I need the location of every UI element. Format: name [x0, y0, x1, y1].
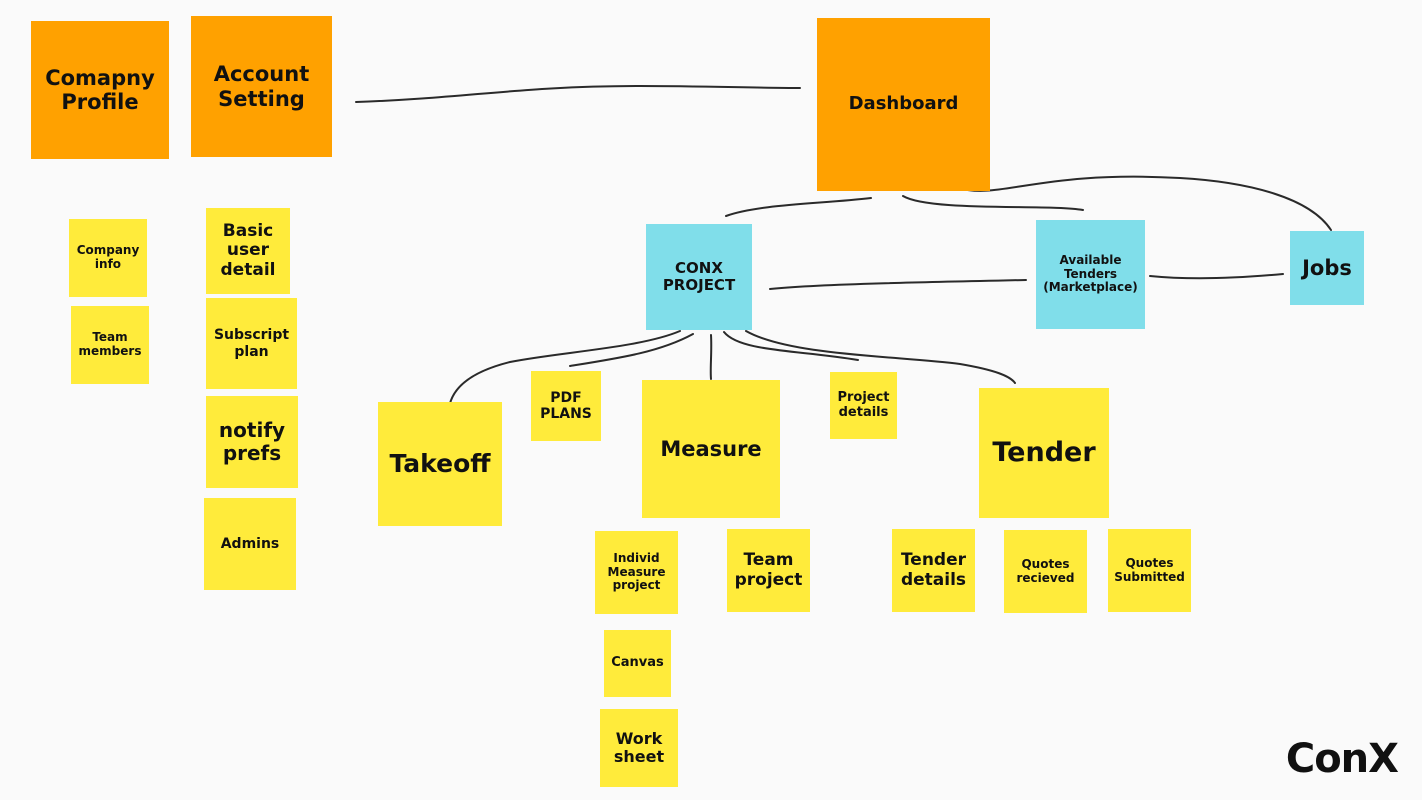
work-sheet-note[interactable]: Work sheet — [600, 709, 678, 787]
team-project-note[interactable]: Team project — [727, 529, 810, 612]
account-setting-note[interactable]: Account Setting — [191, 16, 332, 157]
connector-project-to-pdf-plans — [569, 333, 694, 367]
connector-account-to-dashboard — [355, 84, 801, 103]
tender-details-note[interactable]: Tender details — [892, 529, 975, 612]
admins-note[interactable]: Admins — [204, 498, 296, 590]
connector-dashboard-to-tenders — [902, 195, 1084, 211]
individ-measure-project-note[interactable]: Individ Measure project — [595, 531, 678, 614]
measure-note[interactable]: Measure — [642, 380, 780, 518]
subscript-plan-note[interactable]: Subscript plan — [206, 298, 297, 389]
connector-tenders-to-jobs — [1149, 273, 1284, 280]
tender-note[interactable]: Tender — [979, 388, 1109, 518]
company-info-note[interactable]: Company info — [69, 219, 147, 297]
dashboard-note[interactable]: Dashboard — [817, 18, 990, 191]
takeoff-note[interactable]: Takeoff — [378, 402, 502, 526]
canvas-note[interactable]: Canvas — [604, 630, 671, 697]
company-profile-note[interactable]: Comapny Profile — [31, 21, 169, 159]
notify-prefs-note[interactable]: notify prefs — [206, 396, 298, 488]
connector-project-to-project-details — [723, 331, 859, 361]
jobs-note[interactable]: Jobs — [1290, 231, 1364, 305]
connector-dashboard-to-conx-project — [725, 197, 872, 217]
team-members-note[interactable]: Team members — [71, 306, 149, 384]
conx-project-note[interactable]: CONX PROJECT — [646, 224, 752, 330]
project-details-note[interactable]: Project details — [830, 372, 897, 439]
pdf-plans-note[interactable]: PDF PLANS — [531, 371, 601, 441]
conx-logo: ConX — [1285, 736, 1399, 782]
quotes-recieved-note[interactable]: Quotes recieved — [1004, 530, 1087, 613]
connector-project-to-measure — [709, 334, 713, 380]
connector-tenders-to-conx-project — [769, 279, 1027, 290]
basic-user-detail-note[interactable]: Basic user detail — [206, 208, 290, 294]
available-tenders-note[interactable]: Available Tenders (Marketplace) — [1036, 220, 1145, 329]
quotes-submitted-note[interactable]: Quotes Submitted — [1108, 529, 1191, 612]
